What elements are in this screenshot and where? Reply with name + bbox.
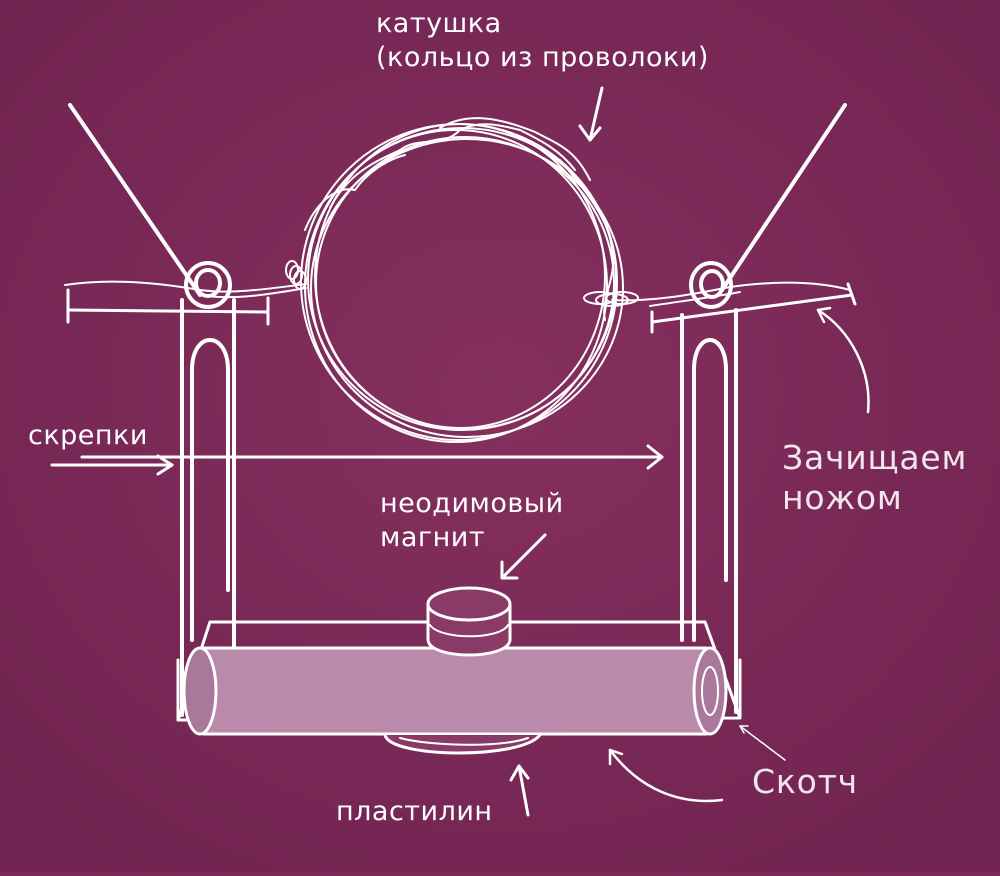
coil-label-line1: катушка <box>376 8 502 39</box>
arrow-clips-right <box>80 444 664 470</box>
paperclip-left <box>68 103 236 717</box>
scraped-section-right <box>650 282 857 334</box>
arrow-tape-line <box>739 725 786 761</box>
scraped-label-line2: ножом <box>782 478 903 517</box>
coil-label-line2: (кольцо из проволоки) <box>376 42 709 73</box>
arrow-plasticine <box>509 764 530 817</box>
arrow-clips-left <box>50 454 174 476</box>
paperclip-right <box>680 103 847 714</box>
battery <box>182 646 728 736</box>
magnet-label-line2: магнит <box>380 522 486 553</box>
plasticine-label: пластилин <box>336 796 493 827</box>
arrow-scraped <box>816 306 870 414</box>
arrow-coil <box>578 86 604 142</box>
neodymium-magnet <box>426 586 512 657</box>
arrow-tape-curve <box>608 748 724 803</box>
scraped-label-line1: Зачищаем <box>782 438 968 477</box>
plasticine-blob <box>383 733 542 755</box>
tape-label: Скотч <box>752 762 858 801</box>
magnet-label-line1: неодимовый <box>380 488 564 519</box>
clips-label: скрепки <box>28 420 148 451</box>
arrow-magnet <box>500 533 547 580</box>
